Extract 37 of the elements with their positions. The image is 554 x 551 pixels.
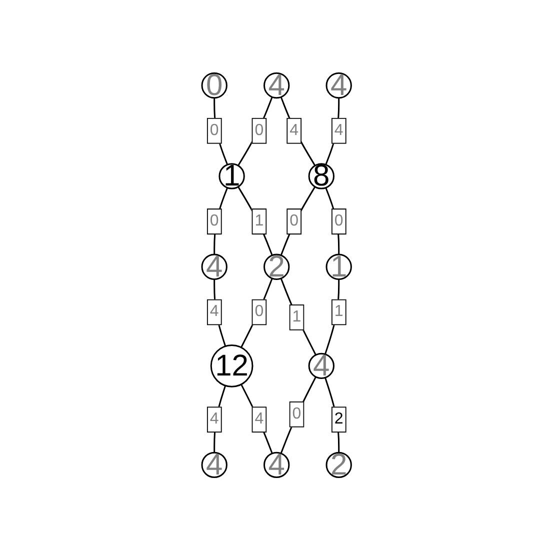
- edge-label: 1: [255, 212, 264, 230]
- node-circle: 4: [308, 353, 335, 380]
- connector: [240, 278, 274, 348]
- node-circle: 1: [326, 254, 352, 280]
- edge-label: 1: [292, 308, 302, 326]
- node-circle: 1: [219, 163, 246, 190]
- connector: [280, 186, 316, 256]
- edge-label: 0: [292, 406, 302, 423]
- node-circle: 12: [210, 344, 254, 388]
- node-circle: 4: [202, 452, 228, 478]
- node-circle: 0: [202, 72, 228, 99]
- edge-label: 2: [334, 410, 344, 428]
- node-circle: 2: [326, 452, 352, 478]
- edge-label: 0: [290, 212, 299, 230]
- edge-label: 0: [334, 212, 344, 230]
- node-circle: 4: [202, 254, 228, 280]
- node-circle: 2: [264, 254, 290, 280]
- edge-label: 0: [210, 212, 220, 230]
- connector: [238, 186, 274, 256]
- edge-label: 0: [255, 122, 264, 140]
- node-circle: 4: [264, 452, 290, 478]
- connector: [240, 384, 274, 454]
- edge-label: 4: [334, 122, 344, 140]
- edge-label: 0: [255, 304, 264, 320]
- connector: [280, 278, 317, 356]
- edge-label: 1: [334, 304, 344, 320]
- connector: [280, 97, 316, 166]
- node-circle: 4: [326, 72, 352, 99]
- node-circle: 4: [264, 72, 290, 99]
- edge-label: 4: [210, 410, 220, 428]
- connector: [280, 376, 317, 454]
- edge-label: 0: [210, 122, 220, 140]
- node-circle: 8: [308, 163, 335, 190]
- edge-label: 4: [210, 304, 220, 320]
- edge-label: 4: [255, 410, 264, 428]
- edge-label: 4: [290, 122, 299, 140]
- connector: [238, 97, 274, 166]
